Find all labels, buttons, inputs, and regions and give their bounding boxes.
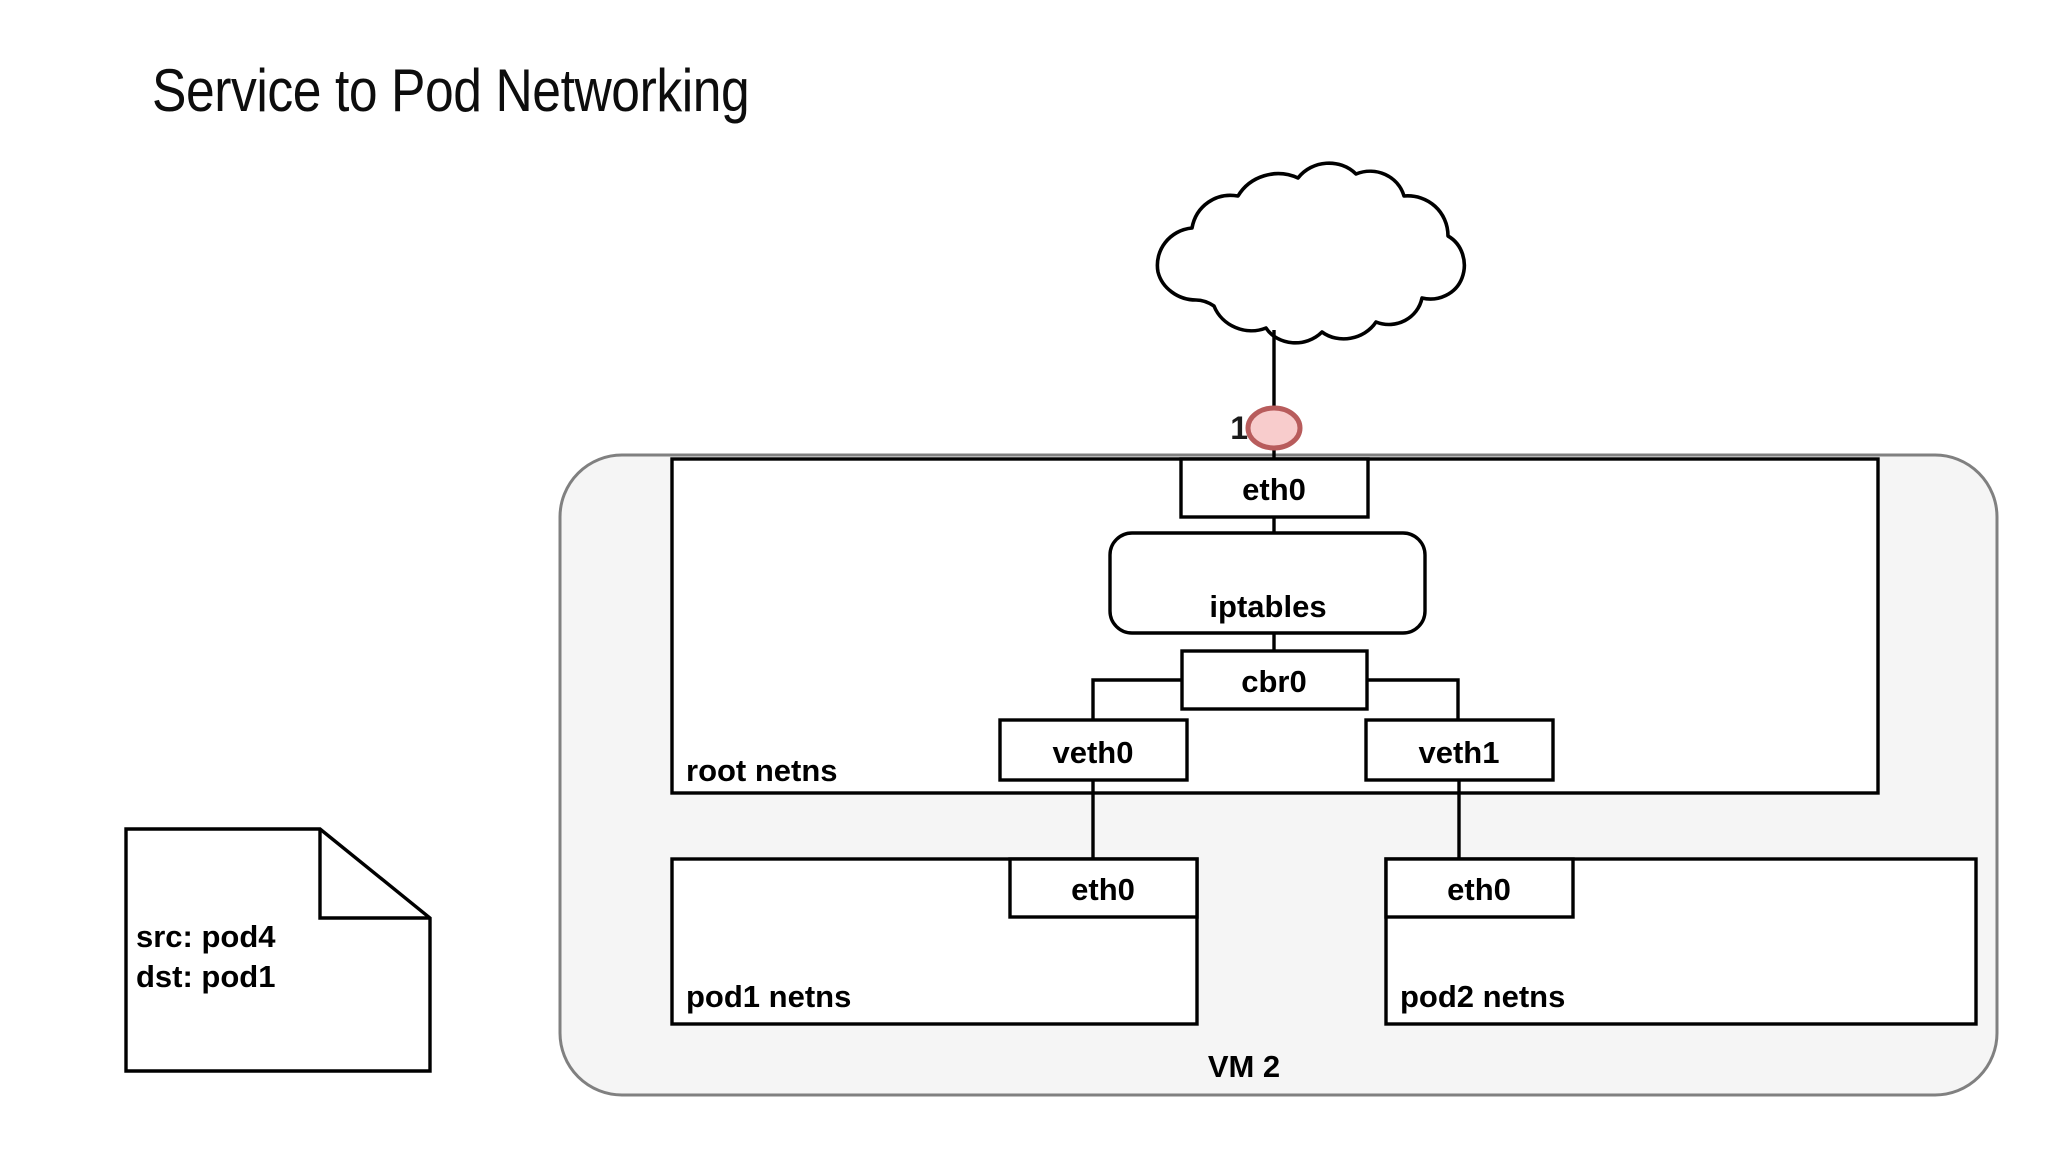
- note-dst-line: dst: pod1: [136, 959, 276, 994]
- root-netns-label: root netns: [686, 753, 838, 788]
- host-eth0-label: eth0: [1242, 472, 1306, 507]
- packet-note-card: src: pod4 dst: pod1: [124, 827, 432, 1073]
- pod2-eth0-label: eth0: [1447, 872, 1511, 907]
- iptables-node: iptables: [1108, 531, 1427, 635]
- marker-1-label: 1: [1230, 410, 1248, 446]
- iptables-rect: [1108, 531, 1427, 635]
- cbr0-label: cbr0: [1241, 664, 1306, 699]
- cbr0-node: cbr0: [1180, 649, 1369, 711]
- cbr0-to-veth1-connector: [1367, 678, 1460, 720]
- cloud-shape: [1155, 161, 1467, 345]
- marker-1: 1: [1230, 405, 1303, 451]
- vm-label: VM 2: [1208, 1049, 1280, 1084]
- pod2-eth0-rect: [1384, 857, 1575, 919]
- cbr0-to-veth0-connector: [1091, 678, 1182, 720]
- veth1-node: veth1: [1364, 718, 1555, 782]
- pod1-eth0-rect: [1008, 857, 1199, 919]
- veth0-label: veth0: [1053, 735, 1134, 770]
- pod1-netns-label: pod1 netns: [686, 979, 851, 1014]
- note-src-line: src: pod4: [136, 919, 276, 954]
- page-title: Service to Pod Networking: [152, 57, 750, 124]
- pod2-netns-box: pod2 netns eth0: [1384, 857, 1978, 1026]
- host-eth0-rect: [1179, 457, 1370, 519]
- pod2-netns-label: pod2 netns: [1400, 979, 1565, 1014]
- network-cloud: [1155, 161, 1467, 345]
- veth0-node: veth0: [998, 718, 1189, 782]
- iptables-label: iptables: [1209, 589, 1326, 624]
- note-card-fold: [318, 829, 430, 920]
- note-card-body: [124, 827, 432, 1073]
- marker-1-ellipse: [1245, 405, 1303, 451]
- pod1-eth0-label: eth0: [1071, 872, 1135, 907]
- pod1-netns-box: pod1 netns eth0: [670, 857, 1199, 1026]
- host-eth0-node: eth0: [1179, 457, 1370, 519]
- veth1-label: veth1: [1419, 735, 1500, 770]
